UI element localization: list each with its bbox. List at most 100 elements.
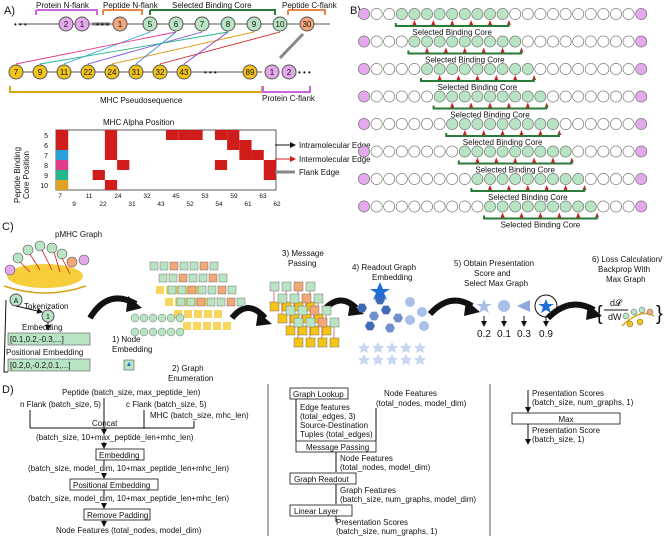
flow-arrow-2 bbox=[229, 305, 268, 321]
heatmap-x-tick-bottom: 62 bbox=[273, 201, 281, 208]
intermolecular-edge bbox=[15, 31, 177, 65]
core-node-5 bbox=[142, 16, 158, 32]
step6-line1: 6) Loss Calculation/ bbox=[592, 255, 663, 264]
d2-presentation-scores: Presentation Scores bbox=[336, 518, 408, 527]
mhc-bracket bbox=[9, 86, 263, 93]
mp-node bbox=[305, 281, 316, 292]
score-shape-triangle bbox=[517, 300, 530, 312]
sequence-node bbox=[572, 173, 585, 185]
enum-mhc-node bbox=[183, 322, 191, 330]
ellipsis-left: • • • bbox=[14, 20, 27, 29]
protein-c-node-2 bbox=[281, 64, 297, 80]
core-label: Selected Binding Core bbox=[438, 83, 518, 92]
sequence-node bbox=[547, 63, 559, 75]
step1-line1: 1) Node bbox=[112, 335, 141, 344]
heatmap-cell bbox=[178, 130, 191, 140]
sequence-node bbox=[521, 90, 534, 103]
sequence-node bbox=[496, 63, 509, 75]
sequence-node bbox=[471, 35, 484, 48]
mp-node bbox=[317, 317, 328, 328]
enum-node bbox=[189, 261, 199, 271]
sequence-node bbox=[408, 118, 421, 130]
d3-presentation-score-shape: (batch_size, 1) bbox=[532, 435, 585, 444]
heatmap-cell bbox=[190, 130, 203, 140]
intermolecular-edge bbox=[111, 31, 255, 65]
mp-mhc-node bbox=[321, 325, 332, 336]
sequence-node bbox=[521, 8, 534, 20]
core-arrow bbox=[538, 212, 543, 218]
tokenization-label: Tokenization bbox=[24, 302, 68, 311]
binding-core-label: Selected Binding Core bbox=[172, 1, 252, 10]
sequence-node bbox=[610, 35, 622, 48]
sequence-node bbox=[408, 8, 421, 20]
positional-embedding-label: Positional Embedding bbox=[6, 348, 83, 357]
sequence-node bbox=[496, 173, 509, 185]
d1-peptide: Peptide (batch_size, max_peptide_len) bbox=[62, 388, 201, 397]
heatmap-cell bbox=[263, 170, 276, 180]
sequence-node bbox=[433, 63, 446, 75]
sequence-node bbox=[471, 173, 484, 185]
core-arrow bbox=[494, 157, 499, 163]
sequence-node bbox=[547, 90, 559, 103]
heatmap-cell bbox=[104, 140, 118, 150]
core-node-6 bbox=[168, 16, 184, 32]
mp-node bbox=[293, 281, 304, 292]
d1-positional-shape: (batch_size, model_dim, 10+max_peptide_l… bbox=[28, 494, 229, 503]
core-arrow bbox=[506, 102, 511, 108]
enum-mhc-node bbox=[194, 310, 202, 318]
sequence-node bbox=[383, 90, 396, 103]
sequence-node bbox=[433, 145, 446, 158]
heatmap-cell bbox=[117, 160, 130, 170]
sequence-node bbox=[408, 35, 421, 48]
core-node-9-label: 9 bbox=[252, 20, 257, 29]
protein-n-flank-bracket bbox=[35, 9, 98, 15]
sequence-node bbox=[484, 145, 496, 158]
peptide-n-flank-bracket bbox=[102, 9, 143, 15]
enum-node bbox=[186, 297, 196, 307]
panel-a: A) Protein N-flank Peptide N-flank Selec… bbox=[4, 1, 371, 208]
sequence-node bbox=[521, 63, 534, 75]
sequence-node bbox=[484, 90, 496, 103]
core-arrow bbox=[462, 130, 467, 135]
sequence-node bbox=[484, 173, 496, 185]
heatmap-cell bbox=[166, 130, 179, 140]
peptide-n-node-label: 1 bbox=[118, 20, 123, 29]
mhc-node-32 bbox=[152, 64, 168, 80]
heatmap-x-tick-bottom: 61 bbox=[244, 201, 252, 208]
mhc-node-7 bbox=[8, 64, 24, 80]
sequence-node bbox=[358, 35, 370, 48]
sequence-node bbox=[421, 200, 433, 213]
embedding-vector: [0.1,0.2,-0.3,...] bbox=[10, 335, 64, 344]
mp-node bbox=[329, 317, 340, 328]
sequence-node bbox=[572, 118, 585, 130]
mhc-node-22 bbox=[80, 64, 96, 80]
d1-embedding-shape: (batch_size, model_dim, 10+max_peptide_l… bbox=[28, 464, 229, 473]
sequence-node bbox=[370, 8, 383, 20]
enum-node bbox=[227, 285, 237, 295]
sequence-node bbox=[547, 8, 559, 20]
heatmap-x-tick-top: 7 bbox=[58, 193, 62, 200]
mp-node bbox=[277, 293, 288, 304]
core-label: Selected Binding Core bbox=[412, 28, 492, 37]
sequence-node bbox=[383, 63, 396, 75]
core-arrow bbox=[551, 157, 555, 163]
core-arrow bbox=[519, 130, 524, 135]
sequence-node bbox=[496, 118, 509, 130]
sequence-node bbox=[635, 90, 648, 103]
sequence-node bbox=[458, 90, 471, 103]
heatmap-x-tick-top: 45 bbox=[172, 193, 180, 200]
sequence-node bbox=[383, 145, 396, 158]
step5-line1: 5) Obtain Presentation bbox=[454, 259, 534, 268]
peptide-c-flank-bracket bbox=[287, 9, 326, 15]
enum-node bbox=[199, 261, 209, 271]
sequence-node bbox=[370, 173, 383, 185]
core-bracket bbox=[394, 23, 510, 27]
sequence-node bbox=[421, 173, 433, 185]
panel-b-label: B) bbox=[350, 5, 361, 17]
core-arrow bbox=[481, 47, 486, 53]
readout-faint-star bbox=[372, 354, 384, 365]
protein-c-node-1-label: 1 bbox=[270, 68, 275, 77]
sequence-node bbox=[534, 173, 547, 185]
